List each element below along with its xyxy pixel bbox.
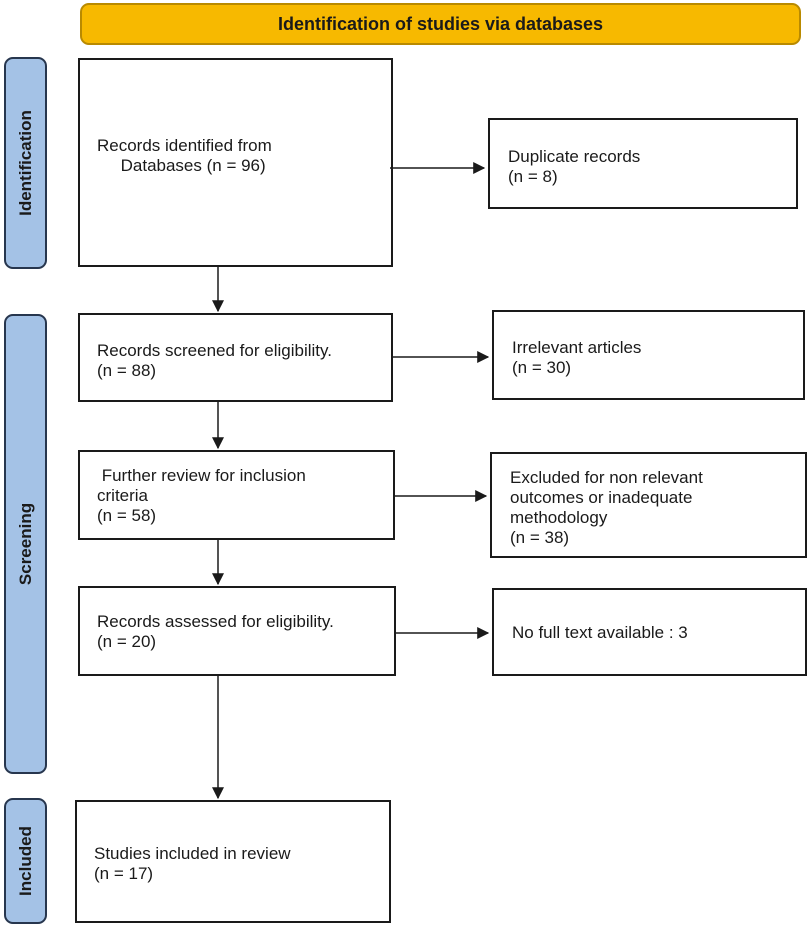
irrelevant-text: Irrelevant articles (n = 30) [512, 338, 642, 377]
records-identified-box: Records identified from Databases (n = 9… [78, 58, 393, 267]
included-box: Studies included in review (n = 17) [75, 800, 391, 923]
screened-box: Records screened for eligibility. (n = 8… [78, 313, 393, 402]
header-banner: Identification of studies via databases [80, 3, 801, 45]
further-review-text: Further review for inclusion criteria (n… [97, 466, 306, 525]
screened-text: Records screened for eligibility. (n = 8… [97, 341, 332, 380]
phase-included: Included [4, 798, 47, 924]
phase-included-label: Included [15, 826, 35, 896]
duplicates-box: Duplicate records (n = 8) [488, 118, 798, 209]
records-identified-text: Records identified from Databases (n = 9… [97, 136, 272, 175]
excluded-box: Excluded for non relevant outcomes or in… [490, 452, 807, 558]
phase-identification-label: Identification [15, 110, 35, 216]
duplicates-text: Duplicate records (n = 8) [508, 147, 641, 186]
further-review-box: Further review for inclusion criteria (n… [78, 450, 395, 540]
no-full-text-box: No full text available : 3 [492, 588, 807, 676]
phase-screening-label: Screening [15, 502, 35, 586]
phase-identification: Identification [4, 57, 47, 269]
assessed-text: Records assessed for eligibility. (n = 2… [97, 612, 334, 651]
included-text: Studies included in review (n = 17) [94, 844, 291, 883]
excluded-text: Excluded for non relevant outcomes or in… [510, 468, 703, 547]
phase-screening: Screening [4, 314, 47, 774]
irrelevant-box: Irrelevant articles (n = 30) [492, 310, 805, 400]
no-full-text-text: No full text available : 3 [512, 623, 688, 642]
header-title: Identification of studies via databases [277, 13, 604, 34]
assessed-box: Records assessed for eligibility. (n = 2… [78, 586, 396, 676]
